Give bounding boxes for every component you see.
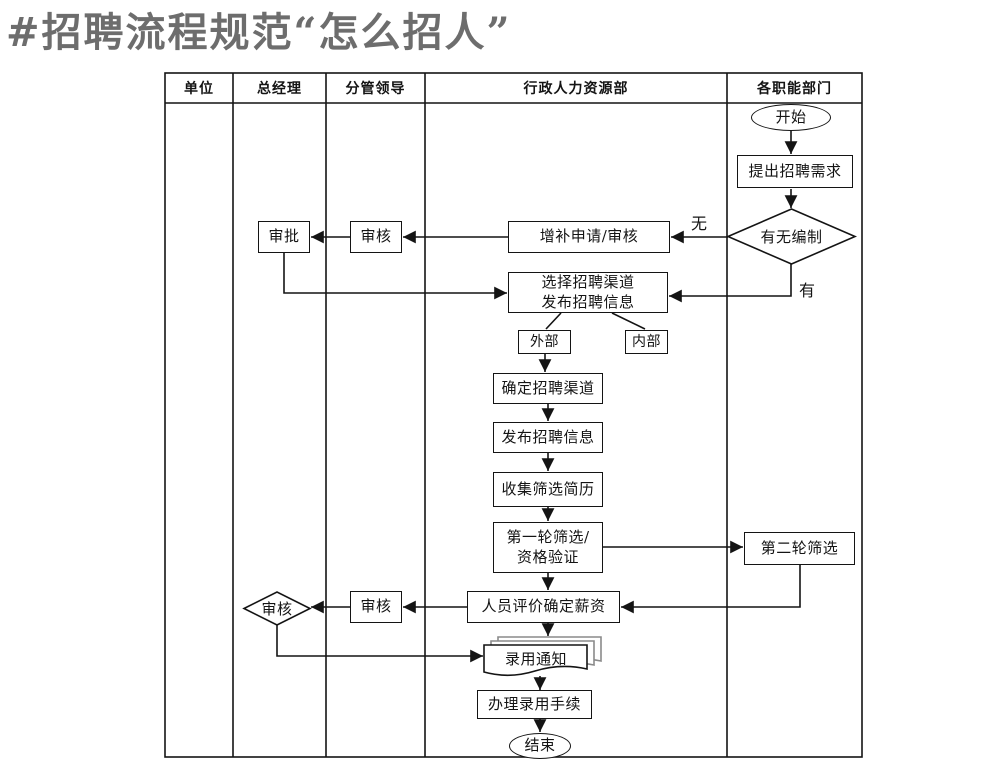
review-top-box: 审核	[350, 221, 402, 253]
need-request-box: 提出招聘需求	[737, 155, 853, 188]
publish-info-box: 发布招聘信息	[493, 422, 603, 453]
lane-header-unit: 单位	[184, 81, 214, 97]
lane-header-depts: 各职能部门	[757, 81, 832, 97]
arrow-review-diamond-to-notice	[276, 625, 483, 663]
quota-diamond-shape	[725, 208, 858, 265]
line-channel-to-external	[545, 312, 562, 330]
internal-box: 内部	[625, 330, 668, 354]
arrow-round2-to-evaluate	[621, 565, 801, 614]
supplement-request-box: 增补申请/审核	[508, 221, 670, 253]
end-node: 结束	[509, 733, 571, 759]
notice-document-stack	[483, 636, 602, 677]
external-box: 外部	[518, 330, 571, 354]
first-round-box: 第一轮筛选/ 资格验证	[493, 522, 603, 573]
lane-header-hr: 行政人力资源部	[523, 81, 629, 97]
evaluate-salary-box: 人员评价确定薪资	[467, 591, 620, 623]
quota-diamond-label: 有无编制	[760, 228, 823, 246]
review-mid-box: 审核	[350, 591, 402, 623]
branch-label-yes: 有	[799, 281, 816, 300]
arrow-quota-yes-to-channel	[669, 264, 792, 303]
start-node: 开始	[751, 104, 831, 131]
swimlane-grid	[164, 72, 863, 758]
page-title: #招聘流程规范“怎么招人”	[6, 9, 512, 56]
channel-publish-box: 选择招聘渠道 发布招聘信息	[508, 272, 668, 313]
review-diamond-label: 审核	[261, 600, 293, 618]
branch-label-no: 无	[691, 214, 708, 233]
lane-header-gm: 总经理	[257, 81, 302, 97]
line-channel-to-internal	[611, 312, 646, 330]
determine-channel-box: 确定招聘渠道	[493, 373, 603, 404]
lane-header-lead: 分管领导	[345, 81, 406, 97]
arrow-approve-to-channel	[283, 253, 507, 300]
approve-box: 审批	[258, 221, 310, 253]
procedure-box: 办理录用手续	[477, 690, 592, 719]
review-diamond-shape	[242, 591, 312, 626]
decision-shapes	[242, 208, 858, 626]
notice-document-label: 录用通知	[504, 649, 567, 668]
second-round-box: 第二轮筛选	[744, 532, 855, 565]
collect-resumes-box: 收集筛选简历	[493, 472, 603, 507]
notice-document-front	[483, 644, 588, 677]
